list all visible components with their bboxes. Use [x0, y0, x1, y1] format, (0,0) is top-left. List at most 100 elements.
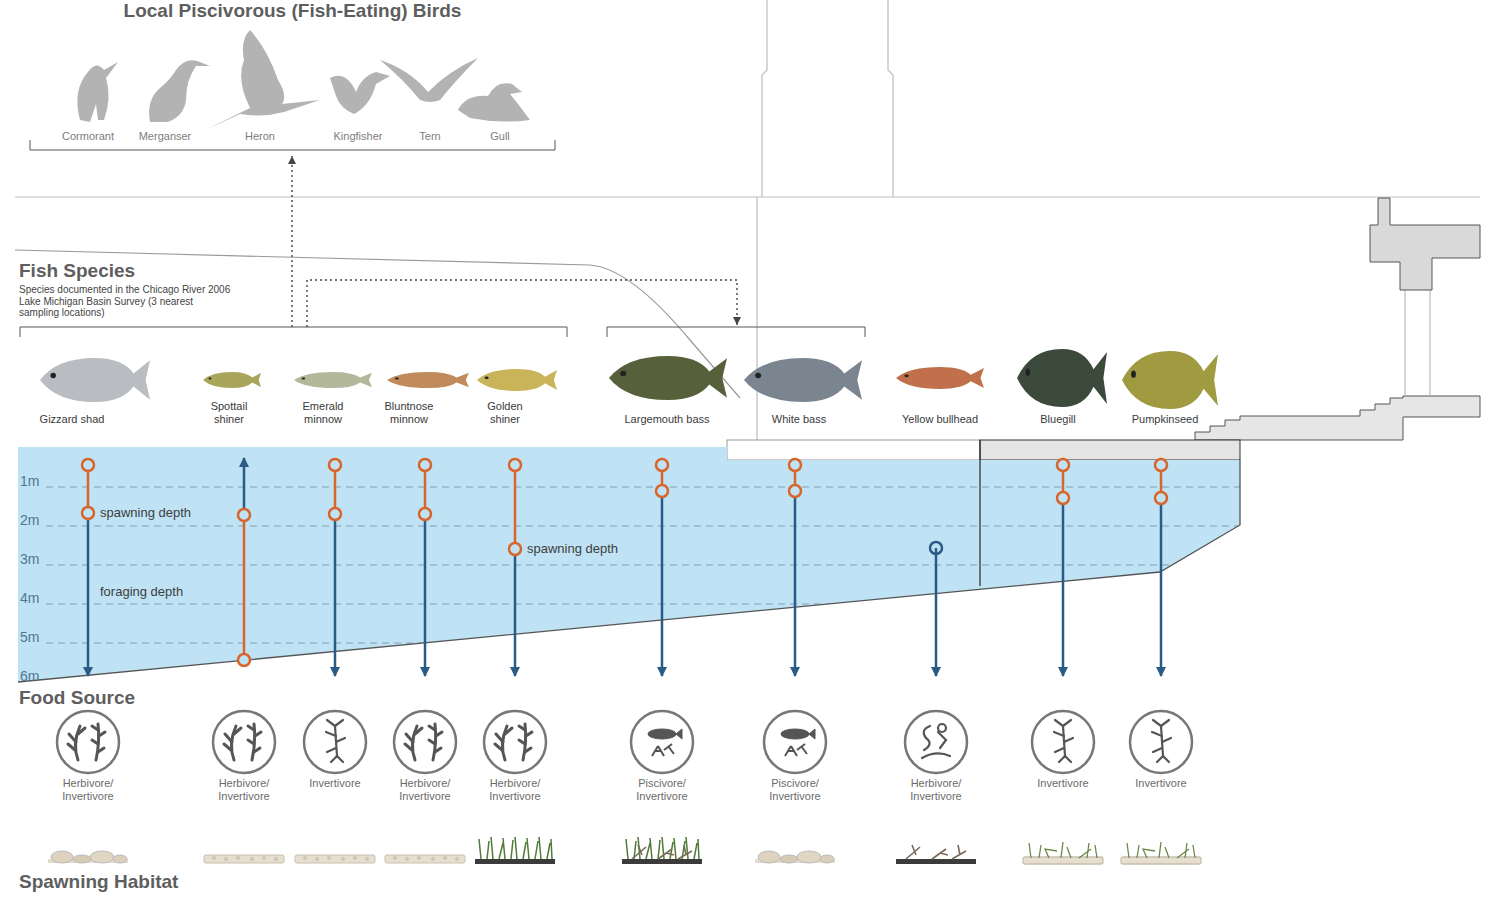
- drawing-part: [631, 711, 693, 773]
- drawing-part: [15, 196, 1480, 197]
- drawing-part: [744, 358, 862, 402]
- drawing-part: [46, 643, 1240, 644]
- drawing-part: [329, 508, 341, 520]
- drawing-part: [1160, 498, 1163, 676]
- drawing-part: [609, 356, 727, 400]
- drawing-part: [1130, 711, 1192, 773]
- drawing-part: [424, 514, 427, 676]
- drawing-part: [57, 711, 119, 773]
- diet-label: Herbivore/ Invertivore: [209, 777, 279, 803]
- drawing-part: [330, 72, 390, 114]
- drawing-part: [896, 367, 984, 389]
- drawing-part: [213, 711, 275, 773]
- drawing-part: [935, 548, 938, 676]
- drawing-part: [1054, 720, 1073, 762]
- range-label: spawning depth: [527, 541, 657, 556]
- fish-name: Emerald minnow: [293, 400, 353, 426]
- drawing-part: [82, 507, 94, 519]
- drawing-part: [656, 459, 668, 471]
- group-heading: Local Piscivorous (Fish-Eating) Birds: [30, 0, 555, 22]
- drawing-part: [1121, 842, 1201, 864]
- food-icons: [57, 711, 1192, 773]
- drawing-part: [224, 724, 261, 760]
- drawing-part: [334, 514, 337, 676]
- fish-name: Gizzard shad: [22, 413, 122, 426]
- drawing-part: [762, 0, 893, 197]
- drawing-part: [20, 327, 567, 337]
- drawing-part: [1404, 290, 1405, 395]
- forage-fish-group: Gizzard shad Spottail shiner Emerald minno…: [20, 327, 568, 433]
- diet-label: Herbivore/ Invertivore: [390, 777, 460, 803]
- drawing-part: [1155, 492, 1167, 504]
- drawing-part: [380, 58, 478, 102]
- drawing-part: [1152, 720, 1171, 762]
- drawing-part: [238, 654, 250, 666]
- drawing-part: [326, 720, 345, 762]
- diet-label: Herbivore/ Invertivore: [480, 777, 550, 803]
- food-web-arrow: [291, 156, 292, 327]
- fish-name: White bass: [744, 413, 854, 426]
- drawing-part: [1155, 459, 1167, 471]
- drawing-part: [930, 542, 942, 554]
- food-web-arrow: [307, 280, 737, 327]
- fish-name: Largemouth bass: [612, 413, 722, 426]
- drawing-part: [905, 711, 967, 773]
- drawing-part: [509, 459, 521, 471]
- drawing-part: [77, 62, 118, 122]
- drawing-part: [509, 543, 521, 555]
- drawing-part: [896, 845, 976, 864]
- drawing-part: [387, 372, 469, 388]
- bird-silhouettes: [77, 30, 530, 130]
- drawing-part: [1017, 349, 1107, 407]
- diet-label: Invertivore: [298, 777, 372, 790]
- fish-name: Spottail shiner: [199, 400, 259, 426]
- drawing-part: [1370, 198, 1480, 290]
- drawing-part: [334, 465, 337, 514]
- drawing-part: [1429, 290, 1430, 395]
- section-heading: Spawning Habitat: [19, 871, 239, 893]
- bird-group: Local Piscivorous (Fish-Eating) BirdsCor…: [30, 0, 555, 154]
- drawing-part: [419, 508, 431, 520]
- drawing-part: [243, 458, 246, 515]
- drawing-part: [458, 83, 530, 121]
- diet-label: Herbivore/ Invertivore: [901, 777, 971, 803]
- drawing-part: [1062, 498, 1065, 676]
- drawing-part: [1032, 711, 1094, 773]
- drawing-part: [789, 485, 801, 497]
- drawing-part: [755, 851, 835, 863]
- drawing-part: [419, 459, 431, 471]
- section-heading: Food Source: [19, 687, 219, 709]
- drawing-part: [68, 724, 105, 760]
- drawing-part: [329, 459, 341, 471]
- fish-name: Golden shiner: [475, 400, 535, 426]
- drawing-part: [18, 460, 1240, 682]
- depth-mark: 5m: [20, 629, 60, 646]
- fish-name: Bluntnose minnow: [379, 400, 439, 426]
- drawing-part: [18, 447, 1240, 682]
- depth-mark: 4m: [20, 590, 60, 607]
- drawing-part: [622, 837, 702, 864]
- drawing-part: [475, 837, 555, 864]
- diet-label: Piscivore/ Invertivore: [760, 777, 830, 803]
- food-glyphs: [68, 720, 1171, 762]
- drawing-part: [205, 30, 320, 130]
- drawing-part: [1122, 351, 1218, 409]
- drawing-part: [622, 845, 702, 864]
- drawing-part: [424, 465, 427, 514]
- drawing-part: [46, 487, 1240, 643]
- drawing-part: [781, 729, 815, 756]
- range-label: spawning depth: [100, 505, 230, 520]
- bird-name: Merganser: [125, 130, 205, 143]
- depth-mark: 3m: [20, 551, 60, 568]
- bird-name: Gull: [460, 130, 540, 143]
- drawing-part: [484, 711, 546, 773]
- drawing-part: [764, 711, 826, 773]
- fish-name: Bluegill: [1013, 413, 1103, 426]
- drawing-part: [204, 855, 284, 863]
- bird-name: Tern: [390, 130, 470, 143]
- drawing-part: [295, 855, 375, 863]
- building-outline: [15, 0, 1480, 440]
- bird-name: Cormorant: [48, 130, 128, 143]
